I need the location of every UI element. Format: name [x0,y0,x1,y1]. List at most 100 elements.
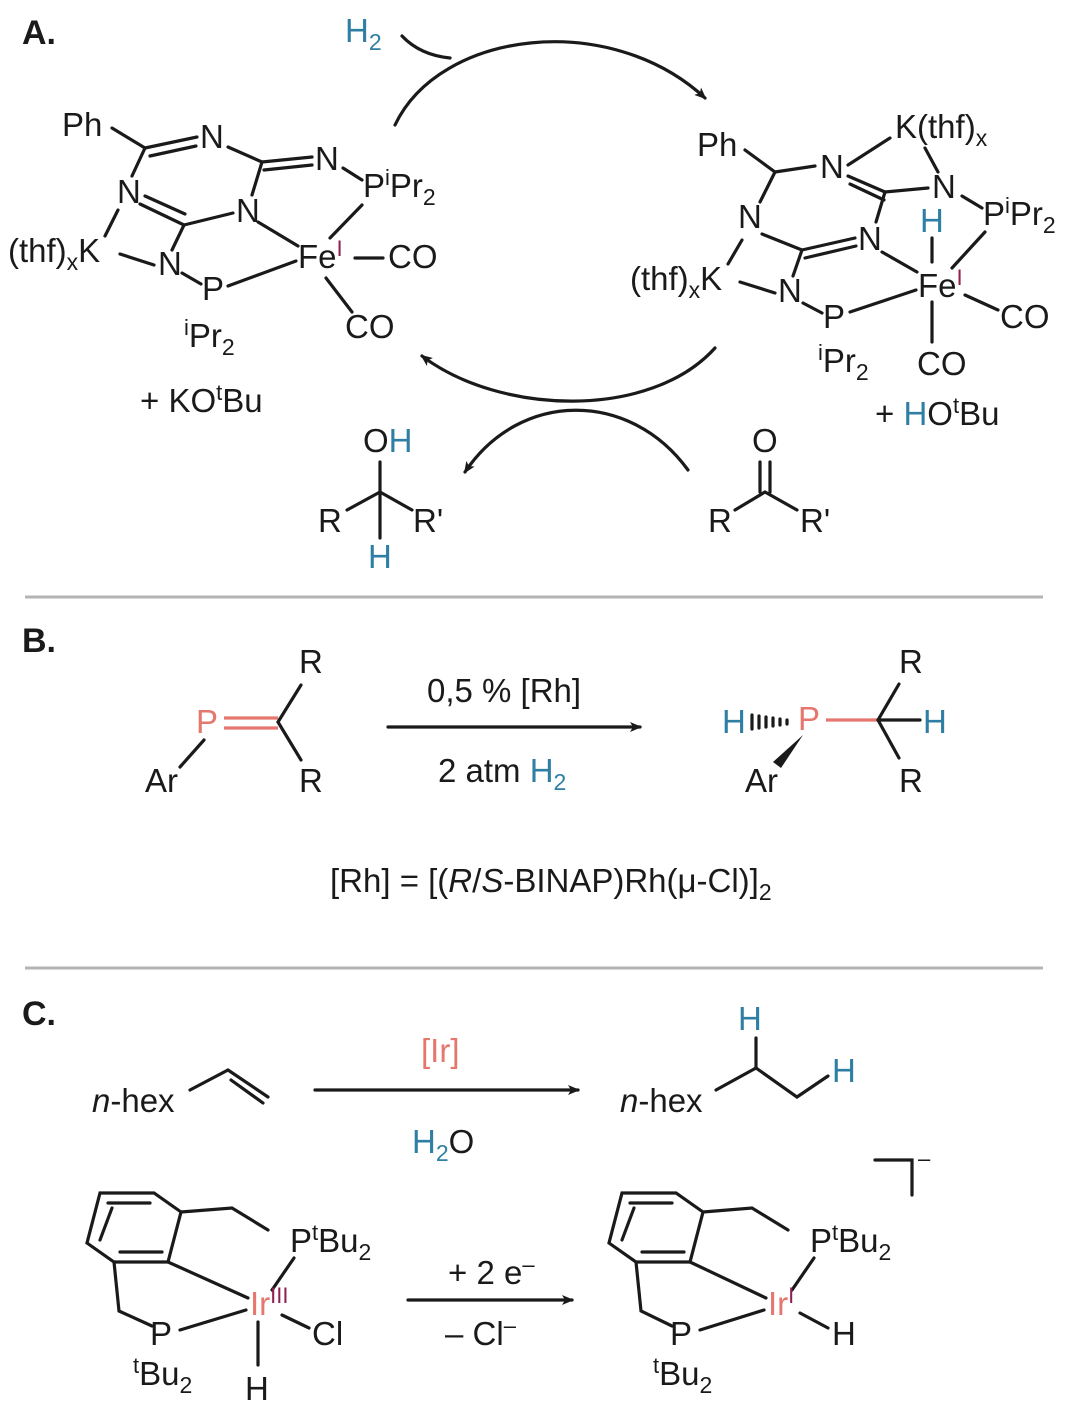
atom-n: N [820,148,844,185]
bond [148,144,198,158]
bond [345,490,382,512]
iron-center: FeI [298,236,343,275]
hashed-bond [750,713,789,731]
r-group: R [899,762,923,799]
bond [378,490,414,512]
bond [620,1206,636,1242]
bond [801,301,824,315]
catalyst-definition: [Rh] = [(R/S-BINAP)Rh(μ-Cl)]2 [330,862,772,905]
alkene-substrate: n-hex [92,1068,270,1119]
bond [138,202,186,227]
tbuoh-byproduct: + HOtBu [875,393,999,432]
bond [276,683,303,724]
bond [280,1313,311,1330]
bond [143,194,187,216]
atom-n: N [858,220,882,257]
phosphine-pipr2: PiPr2 [363,165,436,210]
bond [226,259,298,288]
atom-n: N [778,272,802,309]
atom-p: P [670,1315,692,1352]
atom-n: N [315,140,339,177]
iron-center: FeI [918,265,963,304]
p-hydrogen: H [722,703,746,740]
tbu2-substituent: tBu2 [133,1353,192,1398]
h2-uptake-curve [400,34,452,60]
atom-n: N [117,173,141,210]
chloride-loss: – Cl– [445,1313,517,1352]
bond [846,136,892,167]
water-reagent: H2O [412,1123,474,1166]
amine-hydrogen: H [920,202,944,239]
electron-addition: + 2 e– [448,1252,535,1291]
cycle-arrow-top [393,40,707,127]
panel-c: C. n-hex [Ir] H2O n-hex H H PtBu2 [22,995,931,1407]
ipr2-substituent: iPr2 [184,315,235,360]
bond [328,203,364,240]
carbonyl-ligand: CO [1000,298,1050,335]
bond [178,738,206,769]
iridium-center: IrIII [250,1283,289,1322]
bond [714,1066,830,1099]
bond [270,1256,296,1292]
atom-p: P [150,1315,172,1352]
bond [876,682,901,722]
panel-a: A. H2 Ph N N N N PiPr2 (thf)xK N FeI CO … [8,12,1056,575]
thf-potassium: (thf)xK [8,232,100,275]
added-hydrogen: H [368,538,392,575]
bond [798,1311,830,1330]
chloride-ligand: Cl [312,1315,343,1352]
atom-n: N [932,168,956,205]
bond [960,194,984,210]
hydride-ligand: H [245,1370,269,1407]
bond [178,1308,248,1332]
bond [166,1260,250,1300]
carbonyl-ligand: CO [388,238,438,275]
hydride-ligand: H [832,1315,856,1352]
phosphorus-atom: P [798,700,820,737]
bond [103,208,120,238]
bond [180,271,203,286]
r-group: R [299,643,323,680]
r-group: R [899,643,923,680]
wedge-bond [773,735,803,768]
panel-c-label: C. [22,995,56,1033]
bond [98,1206,114,1242]
hydroxyl-group: OH [363,422,413,459]
bond [800,236,857,252]
aryl-group: Ar [745,762,778,799]
bond [179,1206,270,1232]
bond [276,720,303,762]
bond [733,490,767,512]
h2-reagent: H2 [345,12,382,55]
atom-n: N [738,198,762,235]
bond [112,1260,154,1328]
r-prime-group: R' [413,502,443,539]
bond [791,248,804,278]
phosphaalkene-reactant: P R R Ar [145,643,323,799]
n-hexyl-label: n-hex [620,1082,703,1119]
r-group: R [299,762,323,799]
bond [118,252,156,267]
thf-potassium: (thf)xK [630,260,722,303]
bond [883,186,930,194]
atom-p: P [202,270,224,307]
phenyl-label: Ph [697,126,737,163]
bond [250,160,264,197]
cycle-arrow-bottom [420,346,717,403]
catalyst-loading: 0,5 % [Rh] [427,672,581,709]
atom-n: N [158,245,182,282]
fe-complex-right: Ph K(thf)x N N H PiPr2 N N (thf)xK N FeI… [630,108,1056,385]
atom-n: N [200,118,224,155]
bond [874,190,887,224]
bond [226,145,264,164]
bond [880,250,919,274]
carbonyl-ligand: CO [345,308,395,345]
negative-charge: – [918,1146,931,1171]
bond [188,1068,270,1099]
tbu2-substituent: tBu2 [653,1353,712,1398]
n-hexyl-label: n-hex [92,1082,175,1119]
bond [963,293,1000,312]
ipr2-substituent: iPr2 [818,340,869,385]
carbonyl-oxygen: O [752,422,778,459]
